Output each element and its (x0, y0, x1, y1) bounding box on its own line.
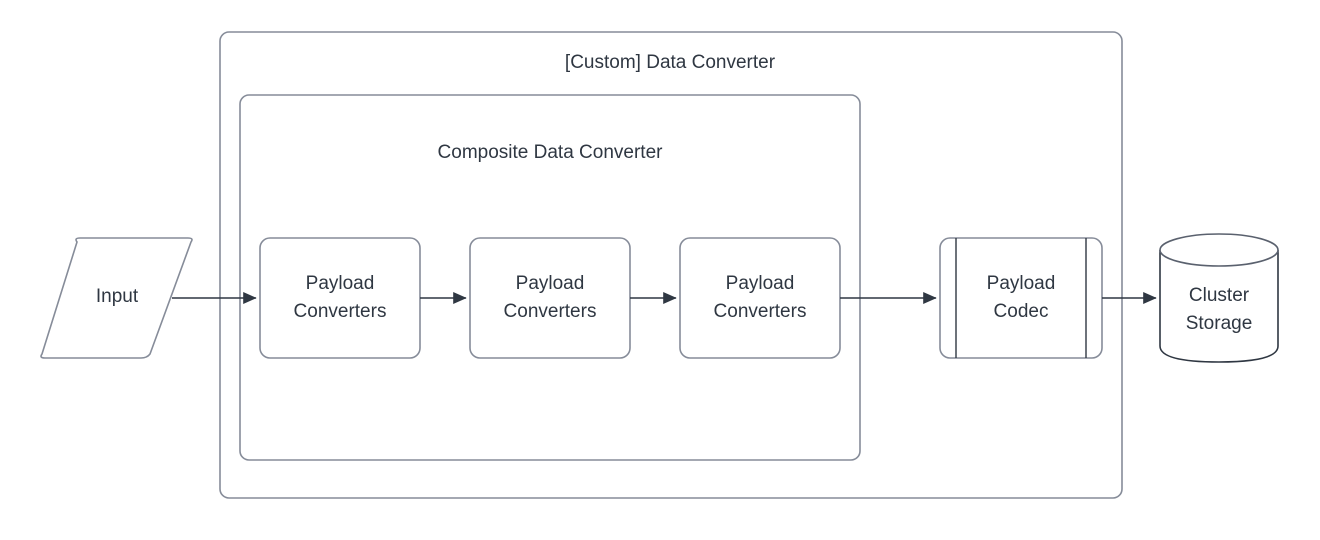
cluster-storage-top-ellipse (1159, 233, 1279, 267)
payload-converters-1-label-line2: Converters (294, 301, 387, 322)
payload-converters-1-box (259, 237, 421, 359)
payload-converters-3-label-line1: Payload (726, 273, 795, 294)
payload-converters-2-label-line1: Payload (516, 273, 585, 294)
payload-codec-label-line1: Payload (987, 273, 1056, 294)
cluster-storage-body (1159, 250, 1279, 363)
input-parallelogram (40, 237, 193, 359)
payload-converters-2-label-line2: Converters (504, 301, 597, 322)
composite-data-converter-label: Composite Data Converter (438, 142, 664, 163)
node-payload-converters-3[interactable]: Payload Converters (679, 237, 841, 359)
cluster-storage-label-line2: Storage (1186, 313, 1253, 334)
node-input[interactable]: Input (40, 237, 193, 359)
node-cluster-storage[interactable]: Cluster Storage (1159, 233, 1279, 363)
node-payload-converters-2[interactable]: Payload Converters (469, 237, 631, 359)
payload-converters-1-label-line1: Payload (306, 273, 375, 294)
node-payload-codec[interactable]: Payload Codec (939, 237, 1103, 359)
node-payload-converters-1[interactable]: Payload Converters (259, 237, 421, 359)
payload-converters-3-box (679, 237, 841, 359)
payload-codec-label-line2: Codec (994, 301, 1049, 322)
input-label: Input (96, 286, 139, 307)
cluster-storage-label-line1: Cluster (1189, 285, 1250, 306)
payload-codec-box (939, 237, 1103, 359)
payload-converters-3-label-line2: Converters (714, 301, 807, 322)
custom-data-converter-label: [Custom] Data Converter (565, 52, 776, 73)
payload-converters-2-box (469, 237, 631, 359)
